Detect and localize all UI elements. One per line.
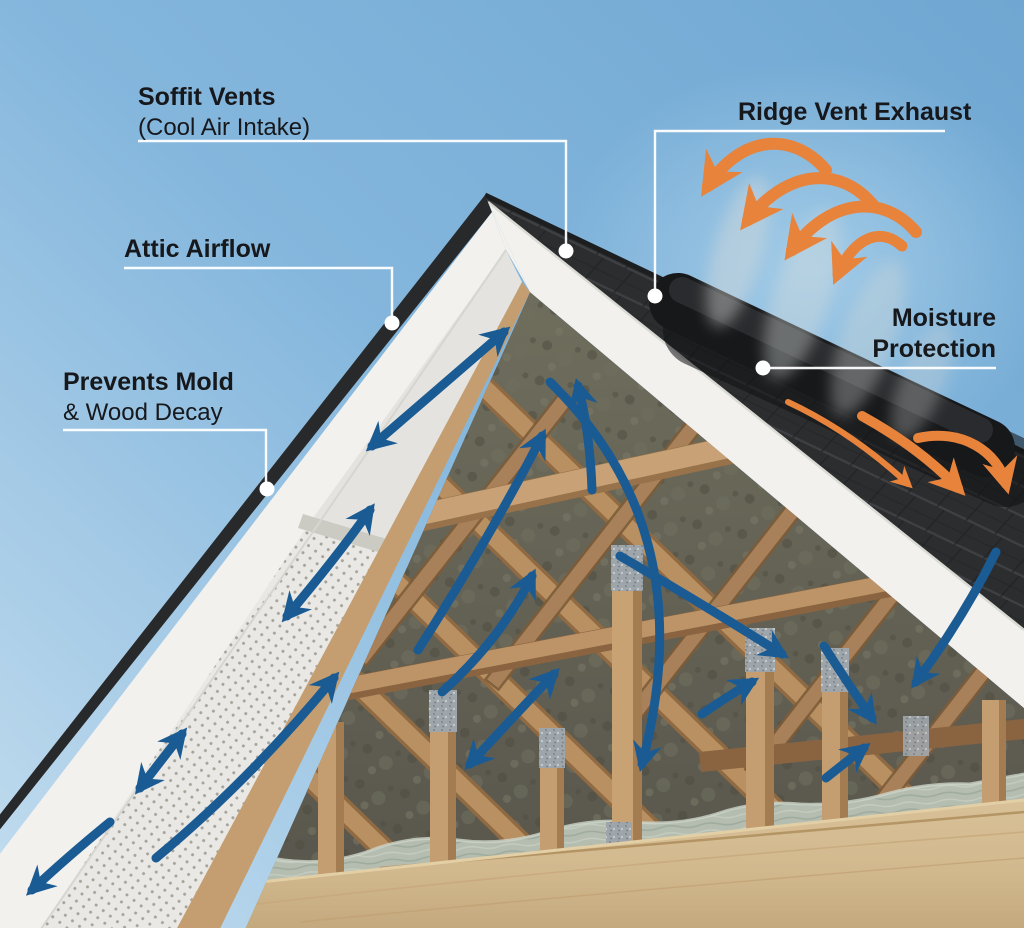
label-attic-airflow-title: Attic Airflow xyxy=(124,235,271,263)
label-prevents-mold: Prevents Mold & Wood Decay xyxy=(63,367,234,428)
leader-line-ridge-vent xyxy=(653,129,945,289)
floor-planks xyxy=(218,798,1024,928)
label-soffit-vents: Soffit Vents (Cool Air Intake) xyxy=(138,82,310,143)
label-moisture-protection: Moisture Protection xyxy=(826,303,996,365)
label-ridge-vent-exhaust: Ridge Vent Exhaust xyxy=(738,97,971,128)
apex-fascia-junction xyxy=(488,202,530,292)
airflow-arrows-blue xyxy=(25,326,1001,896)
leader-line-attic-airflow xyxy=(124,266,394,316)
perforated-soffit-vent-panel xyxy=(41,525,388,928)
leader-dots xyxy=(259,243,771,497)
leader-line-prevents-mold xyxy=(63,428,268,482)
label-soffit-vents-subtitle: (Cool Air Intake) xyxy=(138,114,311,141)
label-soffit-vents-title: Soffit Vents xyxy=(138,83,276,111)
label-ridge-vent-exhaust-title: Ridge Vent Exhaust xyxy=(738,98,972,126)
right-fascia-shadow-line xyxy=(487,201,1024,631)
label-moisture-protection-subtitle: Protection xyxy=(872,335,996,363)
label-prevents-mold-title: Prevents Mold xyxy=(63,368,234,396)
exhaust-arrows-orange xyxy=(701,137,1018,496)
label-moisture-protection-title: Moisture xyxy=(891,304,996,332)
label-prevents-mold-subtitle: & Wood Decay xyxy=(63,399,223,426)
label-attic-airflow: Attic Airflow xyxy=(124,234,270,265)
leader-line-soffit-vents xyxy=(138,139,568,244)
leader-lines xyxy=(63,129,996,482)
right-fascia-trim xyxy=(488,202,1024,708)
